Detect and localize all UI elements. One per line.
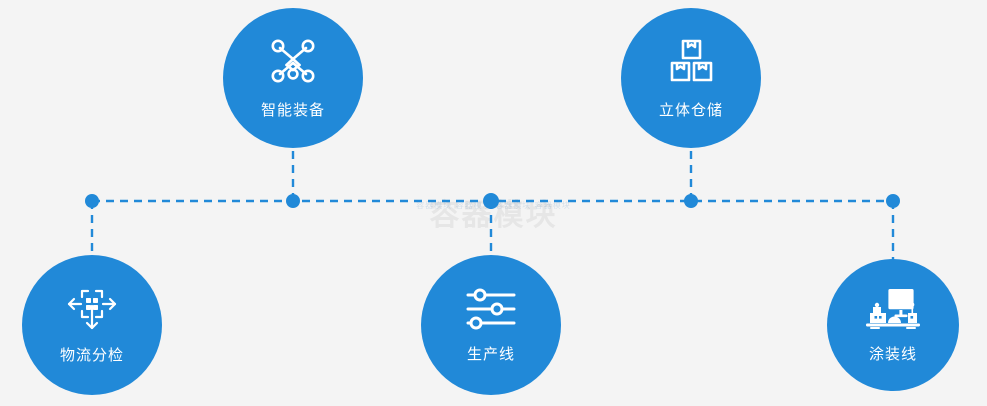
- node-label-logistics-sorting: 物流分检: [59, 345, 124, 364]
- junction-dot-5: [886, 194, 900, 208]
- junction-dot-3: [483, 193, 499, 209]
- node-painting-line[interactable]: 涂装线: [827, 259, 959, 391]
- factory-monitor-icon: [864, 287, 922, 331]
- node-label-production-line: 生产线: [466, 344, 515, 363]
- node-stereoscopic-warehouse[interactable]: 立体仓储: [621, 8, 761, 148]
- network-nodes-icon: [267, 37, 319, 85]
- node-label-smart-equipment: 智能装备: [260, 100, 325, 119]
- node-production-line[interactable]: 生产线: [421, 255, 561, 395]
- stacked-boxes-icon: [665, 37, 717, 85]
- node-label-painting-line: 涂装线: [868, 344, 917, 363]
- junction-dot-4: [684, 194, 698, 208]
- node-smart-equipment[interactable]: 智能装备: [223, 8, 363, 148]
- junction-dot-2: [286, 194, 300, 208]
- node-label-stereoscopic-warehouse: 立体仓储: [658, 100, 723, 119]
- junction-dot-1: [85, 194, 99, 208]
- sliders-icon: [464, 287, 518, 331]
- scan-sorting-icon: [66, 286, 118, 332]
- node-logistics-sorting[interactable]: 物流分检: [22, 255, 162, 395]
